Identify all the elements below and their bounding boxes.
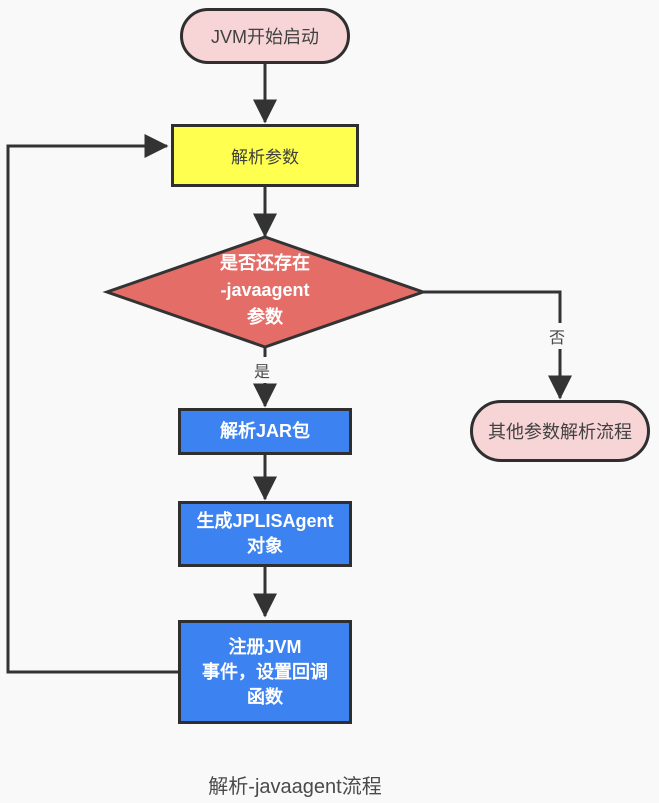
node-parse-jar-label: 解析JAR包 xyxy=(219,421,310,441)
edge-label-no: 否 xyxy=(545,323,570,349)
node-other-params: 其他参数解析流程 xyxy=(470,400,650,462)
edge-label-yes: 是 xyxy=(250,357,275,383)
node-parse-params-label: 解析参数 xyxy=(231,148,299,167)
node-register-jvm: 注册JVM 事件，设置回调 函数 xyxy=(178,620,352,724)
edge-register-jvm-loop-to-parse-params xyxy=(6,134,178,674)
node-start-label: JVM开始启动 xyxy=(211,27,319,47)
node-create-agent: 生成JPLISAgent 对象 xyxy=(178,501,352,567)
node-decision-label: 是否还存在 -javaagent 参数 xyxy=(220,253,310,327)
node-parse-params: 解析参数 xyxy=(171,124,359,187)
node-decision-diamond xyxy=(102,235,428,349)
node-other-params-label: 其他参数解析流程 xyxy=(488,422,632,442)
node-start: JVM开始启动 xyxy=(180,8,350,64)
edge-decision-no-to-other-params xyxy=(423,290,572,400)
flowchart-caption: 解析-javaagent流程 xyxy=(208,776,382,798)
node-parse-jar: 解析JAR包 xyxy=(178,408,352,455)
